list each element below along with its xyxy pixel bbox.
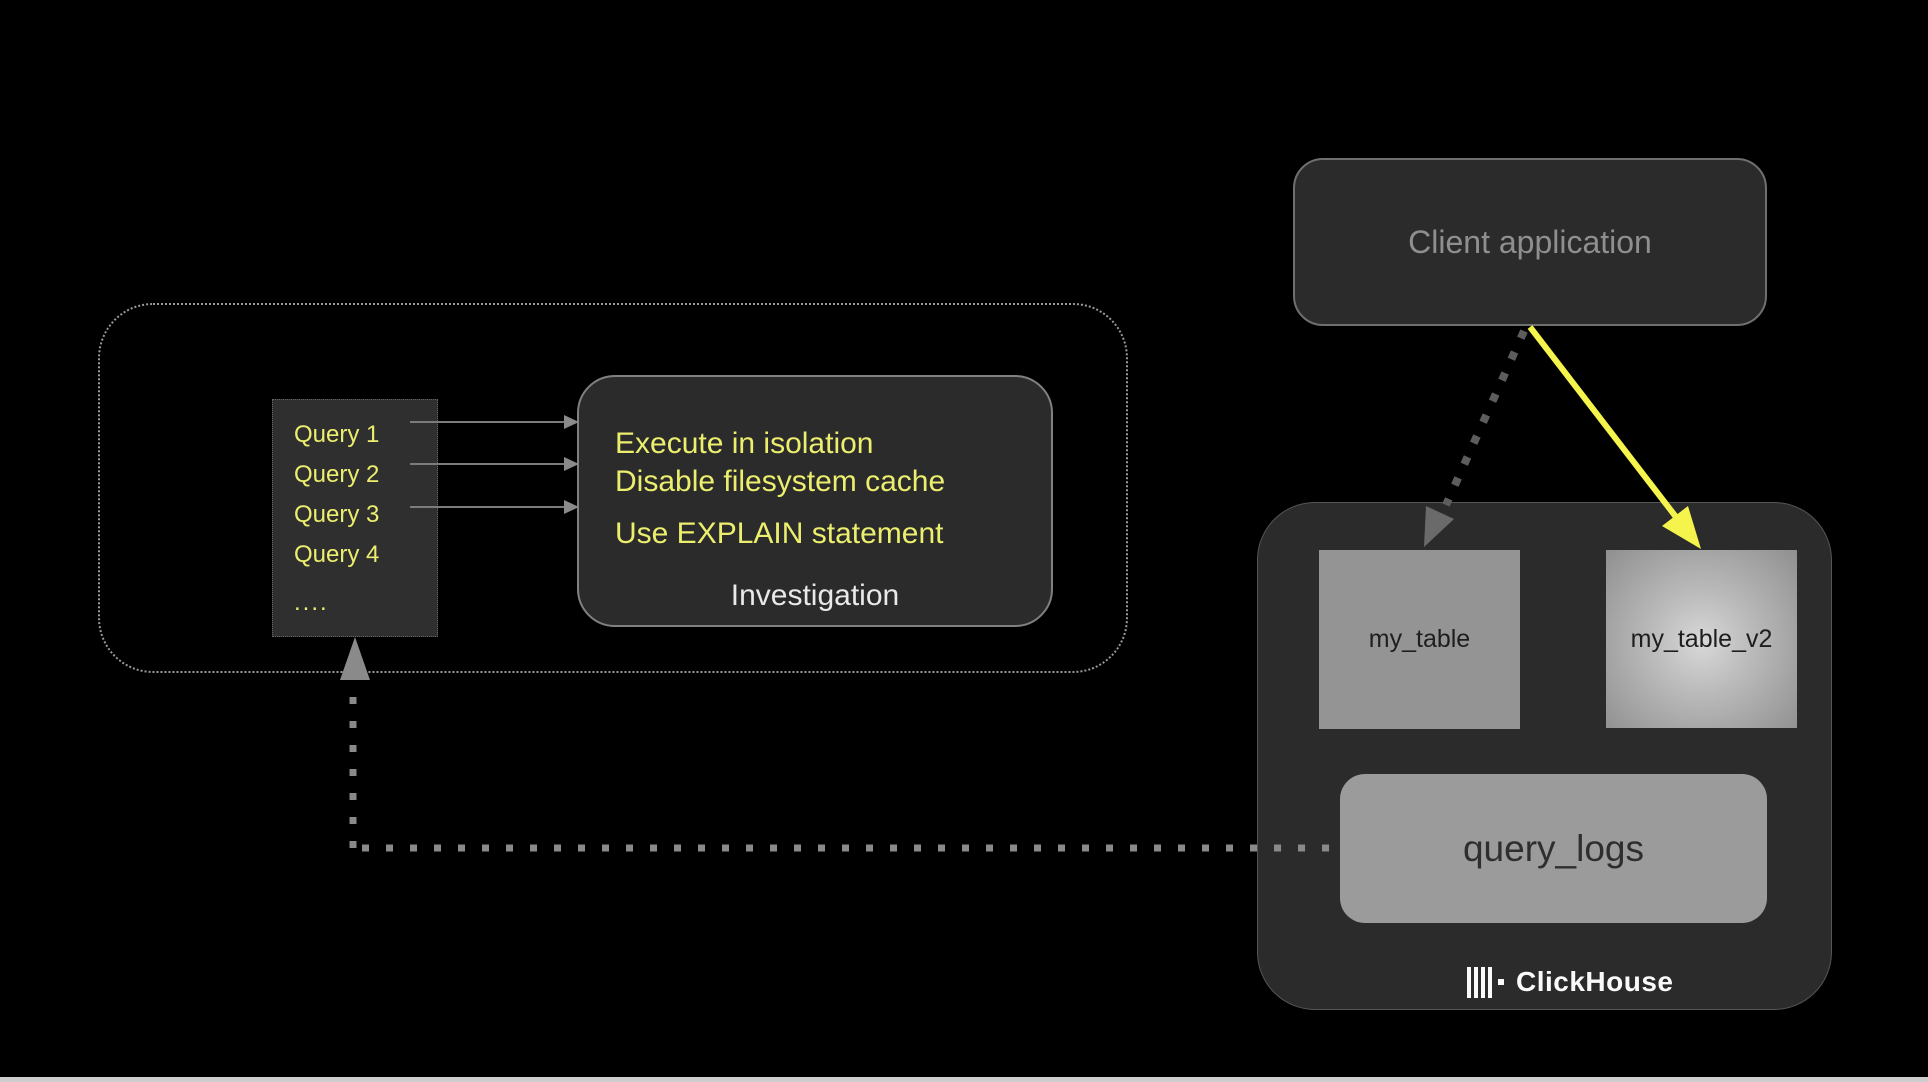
investigation-tip: Execute in isolation: [615, 427, 874, 460]
query-item-ellipsis: ....: [294, 589, 329, 616]
query-item: Query 2: [294, 461, 380, 488]
investigation-tip: Use EXPLAIN statement: [615, 517, 944, 550]
query-item: Query 1: [294, 421, 380, 448]
investigation-group-outline: [98, 303, 1128, 673]
query-list-box: Query 1 Query 2 Query 3 Query 4 ....: [272, 399, 438, 637]
client-to-my-table-v2-arrow: [1527, 325, 1701, 549]
client-application-box: Client application: [1293, 158, 1767, 326]
query-item: Query 3: [294, 501, 380, 528]
client-to-my-table-dotted-arrow: [1424, 329, 1528, 547]
my-table-v2-box: my_table_v2: [1606, 550, 1797, 728]
bottom-edge-strip: [0, 1077, 1928, 1082]
client-application-label: Client application: [1408, 223, 1652, 260]
query-item: Query 4: [294, 541, 380, 568]
clickhouse-wordmark: ClickHouse: [1516, 966, 1674, 997]
investigation-box: Execute in isolation Disable filesystem …: [577, 375, 1053, 627]
my-table-box: my_table: [1319, 550, 1520, 729]
query-to-investigation-arrows: [410, 415, 579, 514]
investigation-label: Investigation: [730, 579, 900, 612]
clickhouse-brand: ClickHouse: [1467, 966, 1674, 998]
clickhouse-bars-icon: [1467, 966, 1504, 998]
query-logs-feedback-dotted-arrow: [340, 637, 1338, 852]
query-logs-box: query_logs: [1340, 774, 1767, 923]
investigation-tip: Disable filesystem cache: [615, 465, 946, 498]
